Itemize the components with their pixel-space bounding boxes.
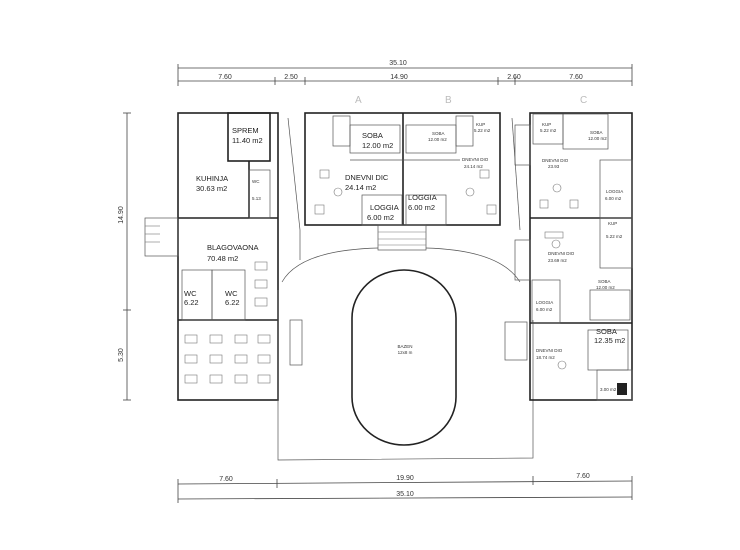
- axis-label-b: B: [445, 95, 452, 106]
- top-dimensions: 35.10 7.60 2.50 14.90 2.60 7.60: [177, 60, 633, 86]
- axis-label-a: A: [355, 95, 362, 106]
- room-blagovaona-area: 70.48 m2: [207, 254, 238, 263]
- room-soba-a-name: SOBA: [362, 131, 383, 140]
- room-loggia-b-name: LOGGIA: [408, 193, 437, 202]
- room-dnevni-b-name: DNEVNI DIO: [462, 157, 489, 162]
- room-dnevni-a-area: 24.14 m2: [345, 183, 376, 192]
- dim-top-1: 7.60: [218, 74, 232, 81]
- room-kup-c2-name: KUP: [608, 221, 617, 226]
- room-dnevni-c1-name: DNEVNI DIO: [542, 158, 569, 163]
- axis-label-c: C: [580, 95, 587, 106]
- room-wc1-name: WC: [184, 289, 197, 298]
- room-loggia-c1-name: LOGGIA: [606, 189, 623, 194]
- room-kuhinja-name: KUHINJA: [196, 174, 228, 183]
- pool-courtyard: BAZEN 12x8 m: [277, 247, 534, 461]
- room-soba-c3-area: 12.35 m2: [594, 336, 625, 345]
- room-dnevni-b-area: 24.14 m2: [464, 164, 483, 169]
- dim-top-total: 35.10: [389, 60, 407, 67]
- room-soba-c2-name: SOBA: [598, 279, 611, 284]
- room-soba-c1-area: 12.00 m2: [588, 136, 607, 141]
- dim-bottom-2: 19.90: [396, 475, 414, 482]
- dim-top-5: 7.60: [569, 74, 583, 81]
- dim-bottom-3: 7.60: [576, 473, 590, 480]
- room-loggia-b-area: 6.00 m2: [408, 203, 435, 212]
- room-kup-c1-area: 5.22 m2: [540, 128, 557, 133]
- room-loggia-a-name: LOGGIA: [370, 203, 399, 212]
- room-loggia-c2-area: 6.00 m2: [536, 307, 553, 312]
- room-wc-c3-area: 3.00 m2: [600, 387, 617, 392]
- room-soba-b-name: SOBA: [432, 131, 445, 136]
- room-loggia-c2-name: LOGGIA: [536, 300, 553, 305]
- room-soba-a-area: 12.00 m2: [362, 141, 393, 150]
- left-wing: SPREM 11.40 m2 KUHINJA 30.63 m2 WC 5.13 …: [144, 112, 279, 401]
- dim-bottom-1: 7.60: [219, 476, 233, 483]
- room-dnevni-c2-name: DNEVNI DIO: [548, 251, 575, 256]
- room-wc2-area: 6.22: [225, 298, 240, 307]
- dim-top-2: 2.50: [284, 74, 298, 81]
- column-block: [617, 383, 627, 395]
- room-wc2-name: WC: [225, 289, 238, 298]
- room-sprem-area: 11.40 m2: [232, 136, 263, 145]
- room-soba-c3-name: SOBA: [596, 327, 617, 336]
- left-dimensions: 14.90 5.30: [118, 112, 131, 401]
- room-dnevni-c1-area: 23.93: [548, 164, 560, 169]
- room-sprem-name: SPREM: [232, 126, 259, 135]
- room-dnevni-c3-area: 18.74 m2: [536, 355, 555, 360]
- dim-left-upper: 14.90: [118, 206, 125, 224]
- room-soba-c1-name: SOBA: [590, 130, 603, 135]
- dim-top-4: 2.60: [507, 74, 521, 81]
- dim-left-lower: 5.30: [118, 348, 125, 362]
- right-wing: KUP 5.22 m2 SOBA 12.00 m2 DNEVNI DIO 23.…: [514, 112, 633, 401]
- room-dnevni-c2-area: 23.69 m2: [548, 258, 567, 263]
- room-kup-b-name: KUP: [476, 122, 485, 127]
- room-kup-b-area: 5.22 m2: [474, 128, 491, 133]
- pool-size: 12x8 m: [398, 350, 413, 355]
- room-kup-c1-name: KUP: [542, 122, 551, 127]
- room-soba-b-area: 12.00 m2: [428, 137, 447, 142]
- dim-bottom-total: 35.10: [396, 491, 414, 498]
- room-loggia-a-area: 6.00 m2: [367, 213, 394, 222]
- dining-tables: [184, 261, 271, 384]
- pool-name: BAZEN: [397, 344, 412, 349]
- room-kuhinja-area: 30.63 m2: [196, 184, 227, 193]
- room-loggia-c1-area: 6.00 m2: [605, 196, 622, 201]
- bottom-dimensions: 7.60 19.90 7.60 35.10: [177, 473, 633, 503]
- room-wc1-area: 6.22: [184, 298, 199, 307]
- centre-wing: SOBA 12.00 m2 SOBA 12.00 m2 KUP 5.22 m2 …: [287, 112, 521, 260]
- room-soba-c2-area: 12.00 m2: [596, 285, 615, 290]
- room-dnevni-a-name: DNEVNI DIC: [345, 173, 389, 182]
- room-garderoba-wc-name: WC: [252, 179, 260, 184]
- room-dnevni-c3-name: DNEVNI DIO: [536, 348, 563, 353]
- room-blagovaona-name: BLAGOVAONA: [207, 243, 259, 252]
- dim-top-3: 14.90: [390, 74, 408, 81]
- room-kup-c2-area: 5.22 m2: [606, 234, 623, 239]
- pool-outline: [351, 269, 457, 446]
- room-garderoba-wc-area: 5.13: [252, 196, 261, 201]
